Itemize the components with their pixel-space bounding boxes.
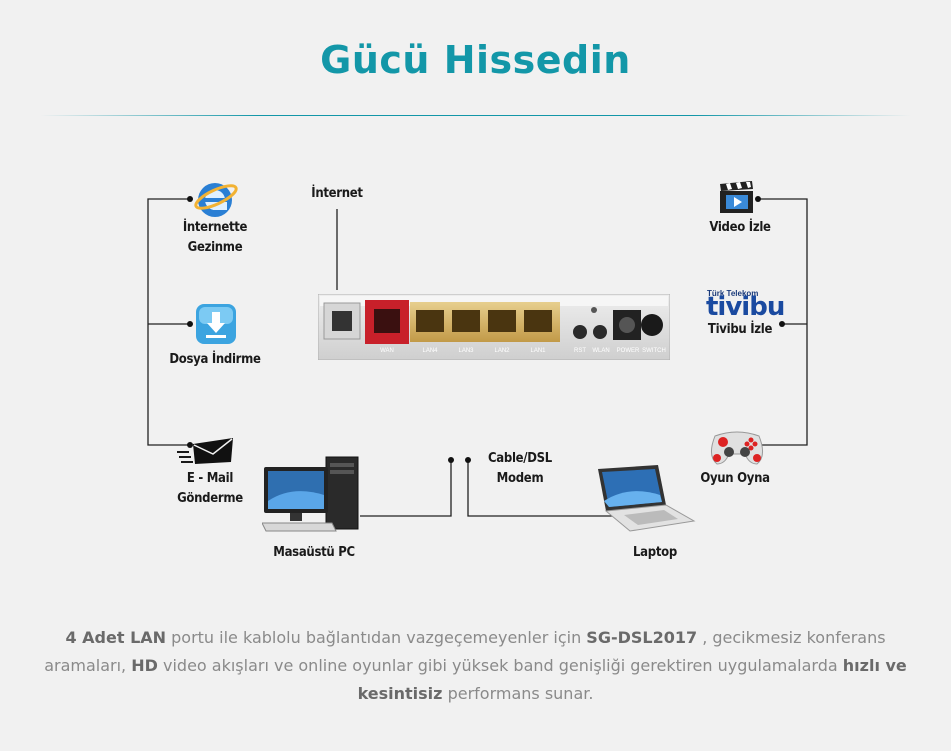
browser-e-icon <box>194 183 238 217</box>
modem-label: Cable/DSL Modem <box>480 449 560 489</box>
right-item-label-game: Oyun Oyna <box>700 471 770 486</box>
laptop-icon <box>598 465 696 532</box>
download-icon <box>196 304 236 344</box>
right-item-label-tivibu: Tivibu İzle <box>707 322 773 337</box>
email-label-line1: E - Mail <box>186 471 234 486</box>
email-label-line2: Gönderme <box>177 491 243 506</box>
port-label-lan3: LAN3 <box>458 348 474 354</box>
turk-telekom-logo-text: Türk Telekom <box>707 289 759 298</box>
port-label-wan: WAN <box>380 348 394 354</box>
switch-label-wlan: WLAN <box>592 348 609 354</box>
footer-text-1: portu ile kablolu bağlantıdan vazgeçemey… <box>166 628 587 647</box>
mail-icon <box>177 438 233 464</box>
switch-label-rst: RST <box>574 348 586 354</box>
left-item-label-email: E - Mail Gönderme <box>170 469 250 509</box>
router-back-panel: WAN LAN4 LAN3 LAN2 LAN1 RST WLAN POWER S… <box>318 294 670 360</box>
footer-text-2: , gecikmesiz konferans aramaları, <box>44 628 886 675</box>
left-item-label-browsing: İnternette Gezinme <box>182 220 248 255</box>
desktop-pc-label: Masaüstü PC <box>273 545 355 560</box>
tivibu-logo: tivibu <box>706 292 785 322</box>
laptop-label: Laptop <box>633 545 677 560</box>
switch-label-power: POWER <box>617 348 640 354</box>
internet-label: İnternet <box>311 186 363 201</box>
footer-description: 4 Adet LAN portu ile kablolu bağlantıdan… <box>40 624 911 708</box>
footer-text-4: performans sunar. <box>442 684 594 703</box>
port-label-lan2: LAN2 <box>494 348 510 354</box>
right-item-label-video: Video İzle <box>709 220 771 235</box>
footer-bold-fast: hızlı ve kesintisiz <box>357 656 907 703</box>
left-item-label-download: Dosya İndirme <box>169 352 261 367</box>
clapperboard-icon <box>720 181 753 213</box>
port-label-lan1: LAN1 <box>530 348 546 354</box>
footer-text-3: video akışları ve online oyunlar gibi yü… <box>157 656 843 675</box>
modem-label-line1: Cable/DSL <box>488 451 552 466</box>
title-divider <box>40 115 911 116</box>
switch-label-switch: SWITCH <box>642 348 666 354</box>
footer-bold-hd: HD <box>131 656 158 675</box>
gamepad-icon <box>711 431 763 465</box>
footer-bold-lan: 4 Adet LAN <box>65 628 167 647</box>
port-label-lan4: LAN4 <box>422 348 438 354</box>
page-title: Gücü Hissedin <box>320 38 631 82</box>
modem-label-line2: Modem <box>496 471 544 486</box>
desktop-pc-icon <box>262 456 359 532</box>
footer-bold-model: SG-DSL2017 <box>586 628 698 647</box>
